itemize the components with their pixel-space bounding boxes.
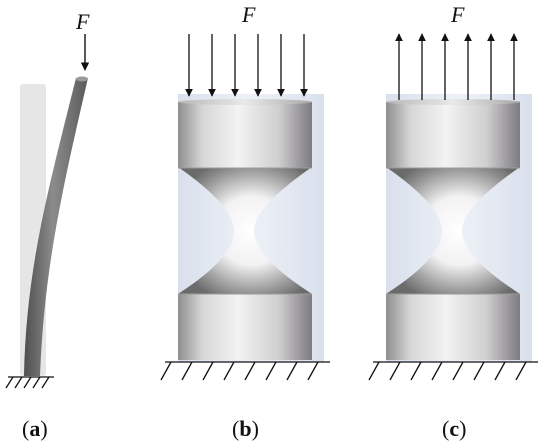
- force-arrows-c: [395, 33, 518, 100]
- specimen-bottom-block-c: [386, 294, 520, 360]
- specimen-top-block-b: [178, 102, 312, 168]
- force-label-c: F: [450, 2, 465, 27]
- top-face-b: [178, 99, 312, 105]
- buckled-column: [24, 78, 88, 376]
- force-label-b: F: [241, 2, 256, 27]
- panel-c: F (c): [368, 2, 538, 441]
- ground-support-b: [160, 361, 330, 381]
- specimen-neck-b: [178, 167, 312, 294]
- caption-a: (a): [22, 416, 48, 441]
- force-label-a: F: [75, 9, 90, 34]
- ground-support-a: [5, 376, 54, 389]
- specimen-neck-c: [386, 167, 520, 294]
- caption-c: (c): [442, 416, 466, 441]
- top-face-c: [386, 99, 520, 105]
- specimen-top-block-c: [386, 102, 520, 168]
- caption-b: (b): [232, 416, 259, 441]
- panel-b: F (b): [160, 2, 330, 441]
- ground-support-c: [368, 361, 538, 381]
- force-arrows-b: [185, 34, 308, 97]
- specimen-bottom-block-b: [178, 294, 312, 360]
- panel-a: F (a): [5, 9, 90, 441]
- column-top: [76, 76, 88, 82]
